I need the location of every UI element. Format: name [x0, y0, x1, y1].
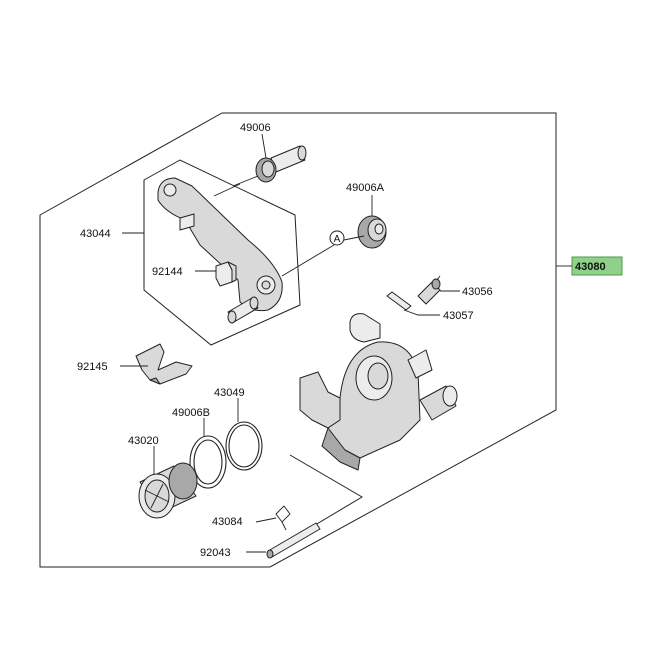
pad-spring-92145 — [135, 343, 193, 385]
leader-43084 — [255, 517, 277, 523]
label-43057: 43057 — [443, 310, 474, 322]
label-43020: 43020 — [128, 435, 159, 447]
dust-boot-49006A — [357, 215, 387, 249]
label-43084: 43084 — [212, 516, 243, 528]
assembly-frame — [39, 112, 557, 568]
clip-92144 — [215, 261, 237, 287]
bleeder-valve-43056 — [417, 275, 441, 305]
label-92144: 92144 — [152, 266, 183, 278]
leader-49006 — [261, 133, 267, 159]
label-49006: 49006 — [240, 122, 271, 134]
pad-pin-92043 — [266, 522, 321, 559]
label-49006A: 49006A — [346, 182, 385, 194]
bracket-subframe — [143, 159, 301, 346]
label-92145: 92145 — [77, 361, 108, 373]
piston-43020 — [138, 462, 198, 519]
slide-pin-49006 — [232, 145, 307, 187]
label-92043: 92043 — [200, 547, 231, 559]
label-43056: 43056 — [462, 286, 493, 298]
r-clip-43084 — [275, 505, 291, 531]
caliper-body-43080 — [299, 313, 458, 471]
leader-43057 — [403, 309, 440, 316]
label-49006B: 49006B — [172, 407, 210, 419]
dust-seal-49006B — [189, 435, 227, 489]
caliper-subframe — [289, 454, 363, 541]
piston-seal-43049 — [225, 421, 263, 471]
ref-marker-a: A — [329, 230, 345, 246]
label-43049: 43049 — [214, 387, 245, 399]
bleeder-cap-43057 — [386, 291, 412, 311]
ref-marker-label: A — [334, 234, 341, 245]
caliper-bracket-43044 — [157, 177, 365, 324]
label-43044: 43044 — [80, 228, 111, 240]
label-43080: 43080 — [575, 261, 606, 273]
